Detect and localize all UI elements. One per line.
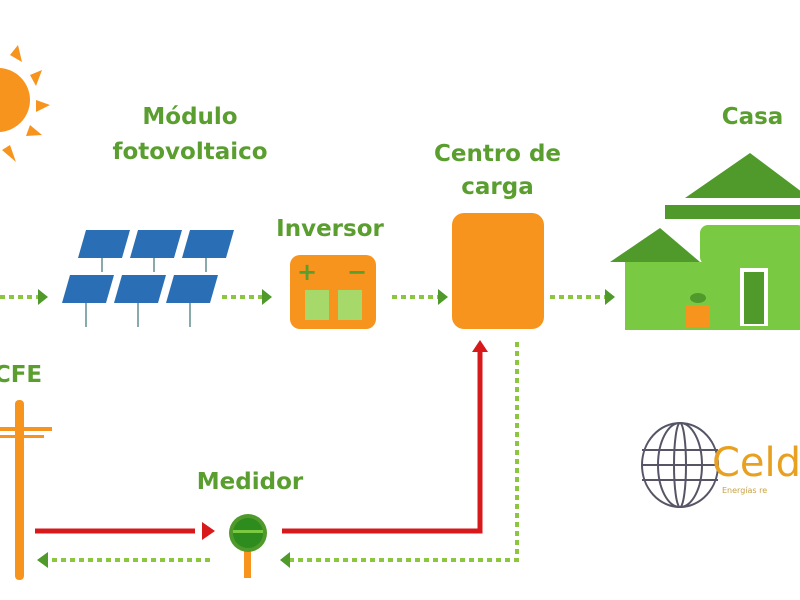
meter-icon <box>229 514 267 578</box>
inverter-icon <box>290 255 376 329</box>
label-fotovoltaico: fotovoltaico <box>112 139 268 165</box>
label-medidor: Medidor <box>196 469 304 495</box>
arrowheads-green <box>37 289 615 568</box>
solar-panel <box>130 230 182 258</box>
solar-panel <box>166 275 218 303</box>
celdas-logo <box>641 422 719 508</box>
minus-sign: − <box>346 258 368 286</box>
solar-panels-icon <box>62 230 234 327</box>
label-cfe: CFE <box>0 362 43 388</box>
solar-panel <box>114 275 166 303</box>
label-inversor: Inversor <box>276 216 384 242</box>
flow-arrows-red <box>35 352 483 534</box>
flow-arrows-green <box>0 295 605 562</box>
load-center-icon <box>452 213 544 329</box>
label-centro: Centro de <box>433 141 562 167</box>
label-modulo: Módulo <box>142 104 238 130</box>
logo-subtext: Energías re <box>722 486 768 495</box>
solar-panel <box>78 230 130 258</box>
solar-panel <box>62 275 114 303</box>
sun-icon <box>0 45 50 162</box>
power-pole-icon <box>0 400 52 580</box>
solar-panel <box>182 230 234 258</box>
plus-sign: + <box>296 258 318 286</box>
label-casa: Casa <box>721 104 784 130</box>
logo-text: Celde <box>712 440 800 486</box>
house-icon <box>610 153 800 330</box>
label-carga: carga <box>461 174 534 200</box>
